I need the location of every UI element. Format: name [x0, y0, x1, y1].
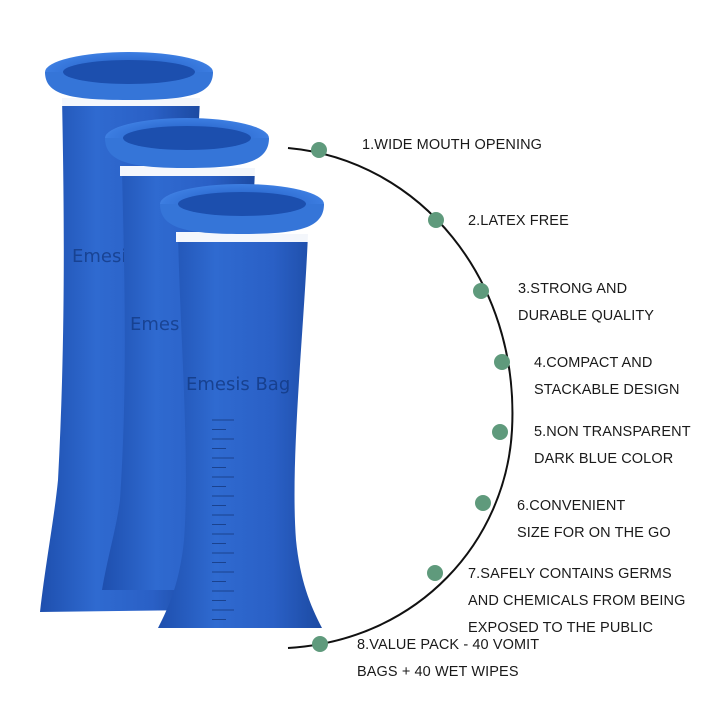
feature-bullet-dot — [312, 636, 328, 652]
feature-text-line: DURABLE QUALITY — [518, 308, 655, 324]
feature-text-line: 7.SAFELY CONTAINS GERMS — [468, 566, 672, 582]
feature-text-line: 3.STRONG AND — [518, 281, 628, 297]
feature-bullet-dot — [473, 283, 489, 299]
feature-bullet-dot — [311, 142, 327, 158]
feature-item-6: 6.CONVENIENT SIZE FOR ON THE GO — [517, 493, 671, 547]
feature-item-7: 7.SAFELY CONTAINS GERMS AND CHEMICALS FRO… — [468, 561, 686, 642]
feature-text-line: 6.CONVENIENT — [517, 498, 626, 514]
feature-text-line: BAGS + 40 WET WIPES — [357, 664, 519, 680]
feature-text-line: SIZE FOR ON THE GO — [517, 525, 671, 541]
bag-print-back: Emesis — [72, 246, 136, 267]
feature-text-line: 4.COMPACT AND — [534, 355, 653, 371]
feature-text-line: 5.NON TRANSPARENT — [534, 424, 691, 440]
feature-bullet-dot — [494, 354, 510, 370]
feature-bullet-dot — [427, 565, 443, 581]
feature-arc — [287, 147, 514, 649]
measurement-scale — [212, 419, 234, 620]
emesis-bag-front: Emesis Bag — [158, 184, 324, 628]
feature-text-line: AND CHEMICALS FROM BEING — [468, 593, 686, 609]
feature-item-8: 8.VALUE PACK - 40 VOMIT BAGS + 40 WET WIP… — [357, 632, 539, 686]
feature-item-1: 1.WIDE MOUTH OPENING — [362, 132, 542, 159]
bag-print-middle: Emes — [130, 314, 179, 335]
bag-print-front: Emesis Bag — [186, 374, 290, 395]
feature-bullet-dot — [492, 424, 508, 440]
feature-text-line: 2.LATEX FREE — [468, 213, 569, 229]
feature-item-3: 3.STRONG AND DURABLE QUALITY — [518, 276, 654, 330]
feature-bullet-dot — [428, 212, 444, 228]
feature-text-line: STACKABLE DESIGN — [534, 382, 680, 398]
feature-text-line: 1.WIDE MOUTH OPENING — [362, 137, 543, 153]
feature-text-line: DARK BLUE COLOR — [534, 451, 674, 467]
feature-text-line: 8.VALUE PACK - 40 VOMIT — [357, 637, 540, 653]
feature-item-2: 2.LATEX FREE — [468, 208, 569, 235]
feature-bullet-dot — [475, 495, 491, 511]
feature-item-4: 4.COMPACT AND STACKABLE DESIGN — [534, 350, 680, 404]
feature-item-5: 5.NON TRANSPARENT DARK BLUE COLOR — [534, 419, 691, 473]
feature-text-line: EXPOSED TO THE PUBLIC — [468, 620, 654, 636]
